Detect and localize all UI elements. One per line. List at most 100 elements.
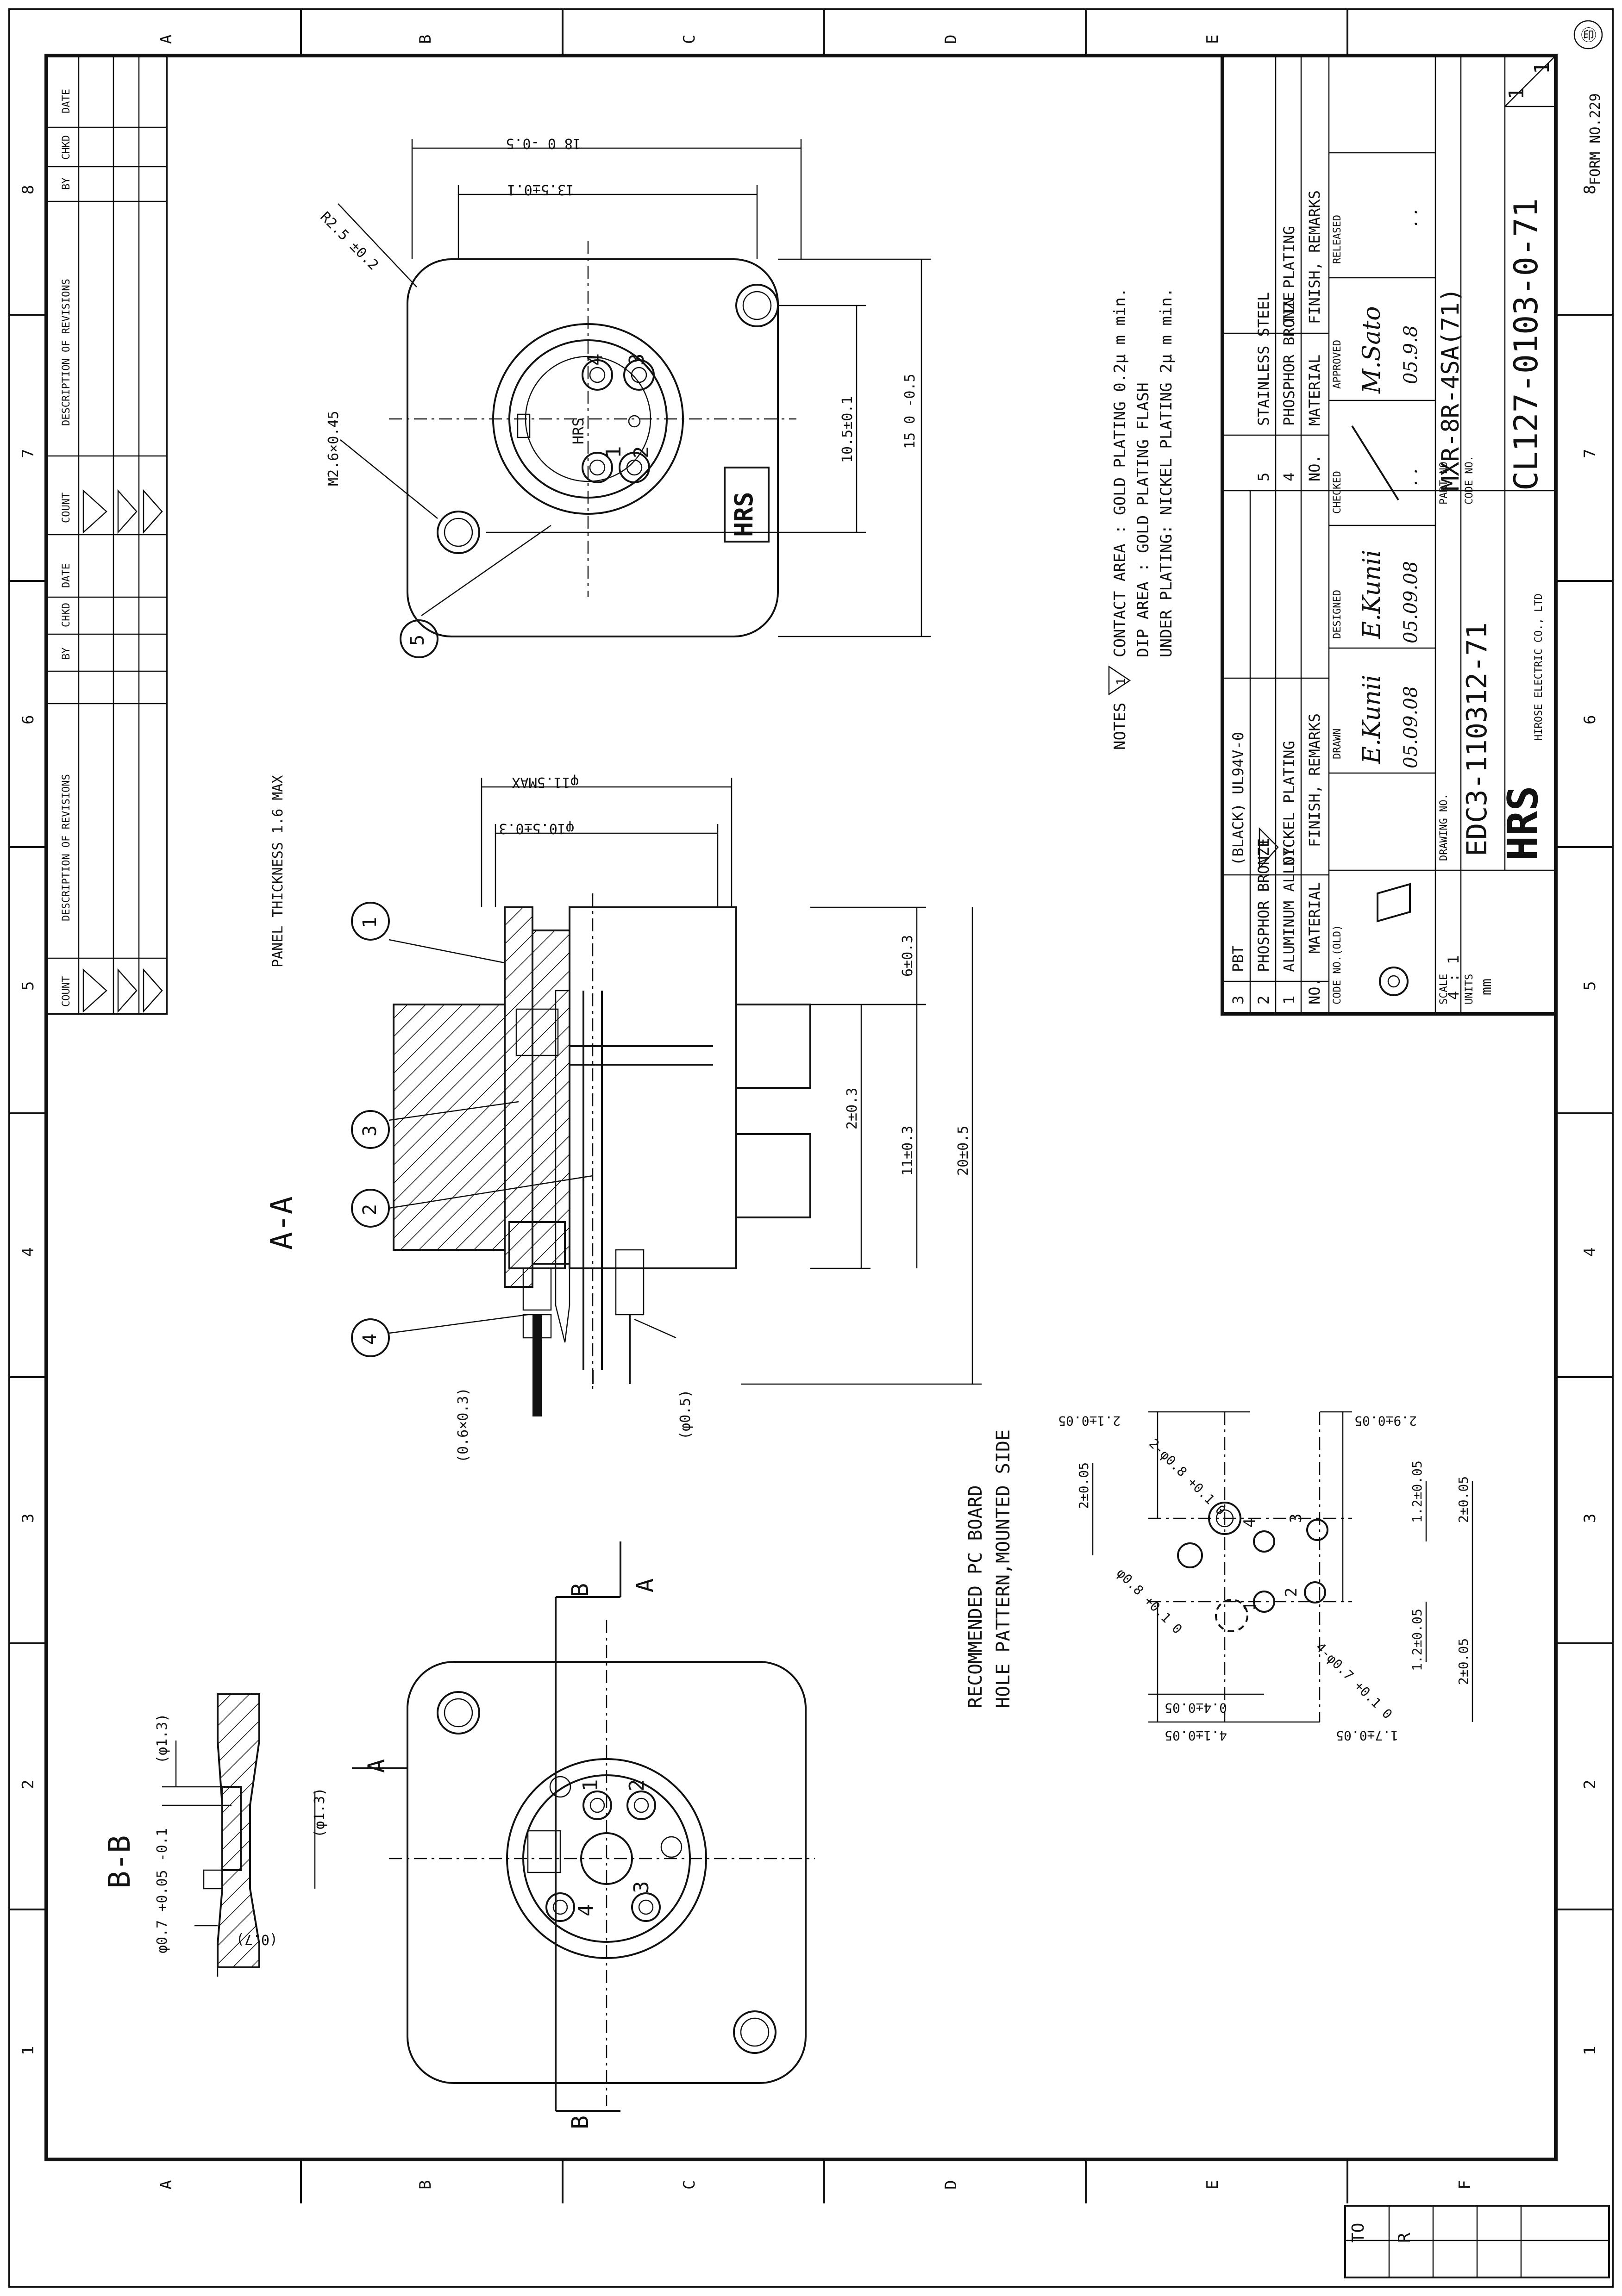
dim-bb-0-7: (0.7) (236, 1931, 278, 1947)
dim-phi0-5: (φ0.5) (677, 1390, 694, 1440)
dim-r2-5: R2.5 ±0.2 (317, 209, 382, 274)
drawing-frame (44, 54, 1558, 2161)
bom-hdr-material: MATERIAL (1306, 882, 1323, 954)
notes-label: NOTES (1111, 703, 1129, 750)
grid-number-left: 7 (19, 449, 38, 458)
bom-hdr-no: NO. (1306, 455, 1323, 481)
dim-pcb-0-4: 0.4±0.05 (1165, 1700, 1227, 1716)
cut-label-b-top: B (567, 1583, 594, 1597)
grid-number-right: 2 (1581, 1780, 1599, 1789)
brand-logo-title: HRS (1499, 786, 1547, 861)
bom-material-3: PBT (1229, 945, 1247, 972)
notes-flag-icon (1108, 665, 1131, 696)
rev-col-chkd: CHKD (61, 135, 72, 160)
code-no-label: CODE NO. (1464, 455, 1475, 505)
grid-letter-top: A (157, 35, 175, 44)
dim-bb-phi1-3a: (φ1.3) (154, 1714, 170, 1764)
units-label: UNITS (1464, 974, 1475, 1004)
bom-material-5: STAINLESS STEEL (1255, 292, 1272, 426)
grid-letter-bottom: A (157, 2180, 175, 2190)
outer-border (8, 8, 1614, 2288)
grid-number-right: 7 (1581, 449, 1599, 458)
checked-signature (1351, 425, 1399, 501)
dims-top (338, 139, 931, 637)
cut-label-b-bottom: B (567, 2115, 594, 2129)
front-view-top: 1 2 3 4 HRS HRS (389, 241, 796, 637)
grid-letter-top: E (1203, 35, 1222, 44)
to-box: TO R (1344, 2205, 1610, 2278)
panel-thickness-note: PANEL THICKNESS 1.6 MAX (270, 775, 286, 967)
brand-logo: HRS (729, 492, 758, 537)
dims-b-b (162, 1741, 316, 1977)
dim-pcb-2-bot: 2±0.05 (1456, 1638, 1471, 1685)
grid-number-left: 5 (19, 981, 38, 991)
dims-pcb (1092, 1411, 1473, 1723)
pin-1: 1 (602, 446, 626, 459)
pin-3-bottom: 3 (630, 1881, 653, 1894)
company-name: HIROSE ELECTRIC CO., LTD (1533, 593, 1545, 741)
dim-pcb-2-left: 2±0.05 (1076, 1462, 1091, 1509)
grid-number-left: 4 (19, 1248, 38, 1257)
grid-number-right: 4 (1581, 1248, 1599, 1257)
dim-pcb-phi0-7: 4-φ0.7 +0.1 0 (1313, 1640, 1395, 1722)
bom-finish-3: (BLACK) UL94V-0 (1229, 732, 1247, 866)
section-b-b-view (203, 1693, 260, 1968)
designed-label: DESIGNED (1332, 590, 1343, 639)
bom-no-2: 2 (1255, 996, 1272, 1004)
grid-number-right: 1 (1581, 2046, 1599, 2055)
dim-phi11-5: φ11.5MAX (512, 774, 579, 790)
pcb-hole-pattern (1148, 1412, 1352, 1722)
rev-col-by: BY (61, 648, 72, 660)
callout-3: 3 (359, 1125, 381, 1136)
grid-letter-bottom: E (1203, 2180, 1222, 2190)
bom-no-4: 4 (1280, 473, 1298, 481)
code-number: CL127-0103-0-71 (1507, 198, 1545, 491)
grid-number-left: 2 (19, 1780, 38, 1789)
grid-ticks (9, 9, 1613, 2203)
bom-no-3: 3 (1229, 996, 1247, 1004)
bom-material-4: PHOSPHOR BRONZE (1280, 292, 1298, 426)
bom-no-5: 5 (1255, 473, 1272, 481)
grid-letter-top: D (942, 35, 960, 44)
stamp-mark (1573, 20, 1603, 50)
dims-a-a (388, 778, 982, 1385)
grid-number-left: 3 (19, 1514, 38, 1523)
dim-pcb-1-2-bot: 1.2±0.05 (1409, 1609, 1425, 1671)
dim-2: 2±0.3 (844, 1088, 860, 1129)
grid-letter-top: C (680, 35, 699, 44)
rev-col-date: DATE (61, 563, 72, 588)
dim-phi10-5: φ10.5±0.3 (499, 820, 574, 836)
cut-label-a-left: A (363, 1759, 390, 1773)
callout-5: 5 (407, 635, 428, 646)
part-number: MXR-8R-4SA(71) (1437, 288, 1465, 491)
rev-col-desc: DESCRIPTION OF REVISIONS (61, 279, 72, 426)
grid-number-right: 5 (1581, 981, 1599, 991)
pcb-title-line1: RECOMMENDED PC BOARD (965, 1485, 986, 1708)
approved-signature: M.Sato (1358, 306, 1386, 394)
section-a-a-view (393, 893, 811, 1416)
front-view-bottom (389, 1620, 815, 2106)
bom-no-1: 1 (1280, 996, 1298, 1004)
rev-col-chkd: CHKD (61, 603, 72, 627)
notes-line-1: CONTACT AREA : GOLD PLATING 0.2μ m min. (1111, 288, 1129, 657)
stamp-mark-text: ㊞ (1581, 26, 1597, 45)
dim-m2-6: M2.6×0.45 (326, 411, 342, 486)
sheet-total: 1 (1530, 62, 1554, 75)
drawing-no-label: DRAWING NO. (1438, 793, 1450, 861)
dim-bb-phi0-7: φ0.7 +0.05 -0.1 (154, 1828, 170, 1953)
scale-label: SCALE (1438, 974, 1450, 1004)
rev-col-count: COUNT (61, 493, 72, 523)
pin-1-bottom: 1 (579, 1779, 602, 1792)
checked-date: . . (1400, 468, 1422, 486)
dim-10-5: 10.5±0.1 (839, 396, 856, 463)
pcb-pin-3: 3 (1287, 1514, 1305, 1523)
sheet-number: 1 (1505, 87, 1528, 100)
units-value: mm (1478, 979, 1495, 995)
cut-label-a-top: A (632, 1578, 658, 1592)
bom-hdr-finish: FINISH, REMARKS (1306, 190, 1323, 324)
grid-letter-top: B (416, 35, 435, 44)
grid-number-right: 6 (1581, 715, 1599, 724)
scale-value: 4 : 1 (1445, 955, 1462, 1000)
bom-finish-1: NICKEL PLATING (1280, 741, 1298, 866)
grid-number-right: 8 (1581, 185, 1599, 194)
